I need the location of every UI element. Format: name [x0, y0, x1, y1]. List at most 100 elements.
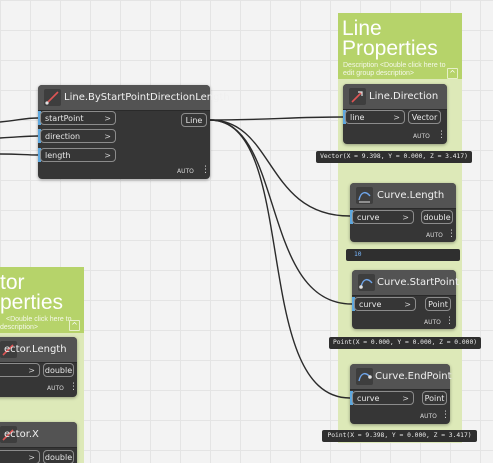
port-label: startPoint: [45, 114, 84, 123]
preview-bubble-curve-endpoint[interactable]: Point(X = 9.398, Y = 0.000, Z = 3.417): [322, 430, 477, 442]
node-header[interactable]: Curve.Length: [350, 183, 456, 209]
preview-bubble-curve-startpoint[interactable]: Point(X = 0.000, Y = 0.000, Z = 0.000): [329, 337, 481, 349]
node-curve-endpoint[interactable]: Curve.EndPoint curve > Point AUTO ⋮: [350, 364, 452, 424]
lacing-indicator: AUTO: [426, 232, 443, 239]
group-vector-properties-header[interactable]: tor perties <Double click here to descri…: [0, 267, 84, 333]
input-port-indicator: [350, 210, 353, 224]
node-menu-icon[interactable]: ⋮: [445, 316, 454, 326]
input-port-indicator: [38, 129, 41, 143]
input-port-indicator: [343, 110, 346, 124]
port-arrow-icon: >: [402, 213, 409, 222]
node-title: ector.Length: [4, 344, 67, 355]
port-label: curve: [357, 213, 380, 222]
node-title: Curve.EndPoint: [375, 371, 452, 382]
port-label: direction: [45, 132, 81, 141]
lacing-indicator: AUTO: [177, 168, 194, 175]
line-icon: [44, 89, 61, 106]
group-description-line2[interactable]: edit group description>: [343, 70, 415, 77]
node-curve-length[interactable]: Curve.Length curve > double AUTO ⋮: [350, 183, 456, 242]
input-port-curve[interactable]: curve >: [352, 210, 414, 224]
node-title: Curve.Length: [377, 190, 445, 201]
node-menu-icon[interactable]: ⋮: [201, 165, 210, 175]
input-port-curve[interactable]: curve >: [354, 297, 416, 311]
output-port-point[interactable]: Point: [425, 297, 451, 311]
node-menu-icon[interactable]: ⋮: [437, 130, 446, 140]
wire-to-curve-endpoint: [209, 119, 351, 399]
lacing-indicator: AUTO: [413, 133, 430, 140]
group-description-line1[interactable]: Description <Double click here to: [343, 62, 446, 69]
port-arrow-icon: >: [104, 132, 111, 141]
input-port-direction[interactable]: direction >: [40, 129, 116, 143]
curve-endpoint-icon: [356, 368, 373, 385]
node-curve-startpoint[interactable]: Curve.StartPoint curve > Point AUTO ⋮: [352, 270, 459, 329]
node-menu-icon[interactable]: ⋮: [447, 229, 456, 239]
port-arrow-icon: >: [402, 394, 409, 403]
port-arrow-icon: >: [28, 453, 35, 462]
group-title-line1: tor: [0, 271, 25, 294]
node-header[interactable]: ector.Length: [0, 337, 77, 363]
vector-length-icon: [0, 341, 17, 358]
input-port-indicator: [38, 148, 41, 162]
node-header[interactable]: Curve.StartPoint: [352, 270, 459, 296]
node-title: Line.ByStartPointDirectionLength: [64, 92, 230, 103]
group-title-line1: Line: [342, 17, 382, 40]
input-port-indicator: [38, 111, 41, 125]
node-title: Curve.StartPoint: [377, 277, 459, 288]
node-vector-x[interactable]: ector.X > double: [0, 422, 77, 463]
input-port-startpoint[interactable]: startPoint>: [40, 111, 116, 125]
line-direction-icon: [349, 88, 366, 105]
input-port-curve[interactable]: curve >: [352, 391, 414, 405]
input-port-line[interactable]: line >: [345, 110, 405, 124]
port-arrow-icon: >: [404, 300, 411, 309]
node-menu-icon[interactable]: ⋮: [69, 382, 78, 392]
node-header[interactable]: Curve.EndPoint: [350, 364, 452, 390]
output-port-line[interactable]: Line: [181, 113, 207, 127]
node-line-direction[interactable]: Line.Direction line > Vector AUTO ⋮: [343, 84, 447, 144]
output-port-vector[interactable]: Vector: [408, 110, 441, 124]
port-arrow-icon: >: [393, 113, 400, 122]
port-label: curve: [357, 394, 380, 403]
curve-length-icon: [356, 187, 373, 204]
input-port-indicator: [350, 391, 353, 405]
node-vector-length[interactable]: ector.Length > double AUTO ⋮: [0, 337, 78, 397]
lacing-indicator: AUTO: [424, 319, 441, 326]
port-label: line: [350, 113, 365, 122]
group-line-properties-header[interactable]: Line Properties Description <Double clic…: [338, 13, 462, 79]
input-port-indicator: [352, 297, 355, 311]
port-label: curve: [359, 300, 382, 309]
collapse-group-button[interactable]: ^: [69, 320, 80, 331]
output-port-point[interactable]: Point: [422, 391, 447, 405]
group-title-line2: perties: [0, 291, 64, 314]
input-port[interactable]: >: [0, 450, 40, 463]
node-line-by-start-point-direction-length[interactable]: Line.ByStartPointDirectionLength startPo…: [38, 85, 230, 179]
output-port-double[interactable]: double: [43, 450, 74, 463]
input-port-length[interactable]: length>: [40, 148, 116, 162]
curve-startpoint-icon: [358, 274, 375, 291]
wire-length: [0, 153, 39, 156]
collapse-group-button[interactable]: ^: [447, 68, 458, 79]
port-arrow-icon: >: [28, 366, 35, 375]
wire-direction: [0, 135, 39, 139]
port-label: length: [45, 151, 71, 160]
lacing-indicator: AUTO: [47, 385, 64, 392]
wire-to-curve-startpoint: [209, 119, 353, 305]
input-port[interactable]: >: [0, 363, 40, 377]
lacing-indicator: AUTO: [420, 413, 437, 420]
group-description-line2[interactable]: description>: [0, 324, 38, 331]
node-header[interactable]: Line.ByStartPointDirectionLength: [38, 85, 230, 111]
preview-bubble-curve-length[interactable]: 10: [346, 249, 460, 261]
preview-bubble-line-direction[interactable]: Vector(X = 9.398, Y = 0.000, Z = 3.417): [316, 151, 472, 163]
group-title-line2: Properties: [342, 37, 438, 60]
node-header[interactable]: Line.Direction: [343, 84, 447, 110]
node-header[interactable]: ector.X: [0, 422, 77, 448]
vector-x-icon: [0, 426, 17, 443]
output-port-double[interactable]: double: [421, 210, 453, 224]
output-port-double[interactable]: double: [43, 363, 74, 377]
group-description-line1[interactable]: <Double click here to: [6, 316, 72, 323]
node-menu-icon[interactable]: ⋮: [441, 410, 450, 420]
wire-startpoint: [0, 117, 39, 123]
node-title: ector.X: [4, 429, 39, 440]
wire-to-curve-length: [209, 119, 351, 217]
